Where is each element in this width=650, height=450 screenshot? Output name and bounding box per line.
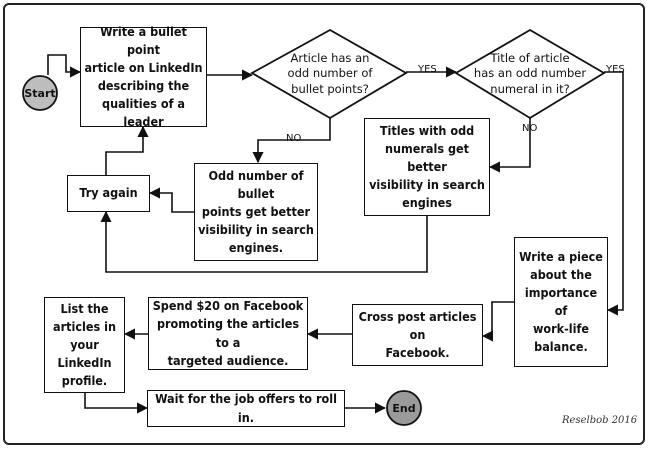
- arrow-try-to-write: [105, 125, 149, 175]
- arrow-start-to-write: [47, 54, 82, 78]
- write-article-box: Write a bullet point article on LinkedIn…: [80, 24, 207, 129]
- odd-numerals-info-box: Titles with odd numerals get better visi…: [364, 118, 490, 216]
- wait-box: Wait for the job offers to roll in.: [147, 390, 345, 427]
- start-terminal: [22, 75, 58, 111]
- try-again-box: Try again: [67, 175, 150, 212]
- decision-odd-numeral-diamond: [454, 28, 606, 120]
- end-terminal: [386, 390, 422, 426]
- work-life-box: Write a piece about the importance of wo…: [514, 237, 608, 367]
- spend-box: Spend $20 on Facebook promoting the arti…: [148, 297, 308, 370]
- list-articles-box: List the articles in your LinkedIn profi…: [44, 297, 125, 393]
- decision-odd-bullets-text: Article has an odd number of bullet poin…: [287, 50, 373, 96]
- no-label-decision2: NO: [522, 123, 538, 134]
- artist-signature: Reselbob 2016: [562, 415, 638, 426]
- end-label: End: [392, 401, 416, 415]
- yes-label-decision1: YES: [418, 64, 437, 75]
- arrow-info2-to-try: [100, 210, 428, 273]
- start-label: Start: [24, 86, 56, 100]
- decision-odd-bullets-diamond: [250, 28, 408, 120]
- arrow-worklife-to-cross: [481, 301, 514, 342]
- yes-label-decision2: YES: [606, 64, 625, 75]
- decision-odd-numeral-text: Title of article has an odd number numer…: [473, 50, 587, 96]
- arrow-no-decision2: [488, 118, 531, 173]
- arrow-info1-to-try: [148, 187, 194, 213]
- arrow-list-to-wait: [84, 393, 149, 414]
- cross-post-box: Cross post articles on Facebook.: [352, 304, 483, 366]
- odd-bullets-info-box: Odd number of bullet points get better v…: [194, 163, 318, 261]
- no-label-decision1: NO: [286, 133, 302, 144]
- arrow-no-decision1: [252, 118, 331, 164]
- arrow-yes-decision2: [604, 71, 624, 316]
- diagram-frame: [3, 3, 645, 445]
